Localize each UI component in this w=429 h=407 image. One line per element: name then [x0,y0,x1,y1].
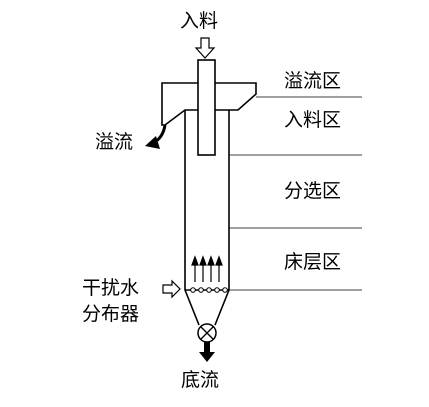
water-inlet-arrow-icon [162,279,181,299]
overflow-arrow-icon [145,136,160,149]
up-arrow-icon [207,255,215,266]
water-distributor-label-line1: 干扰水 [82,277,140,299]
up-arrow-icon [199,255,207,266]
up-arrow-icon [215,255,223,266]
underflow-label: 底流 [181,369,220,391]
zone-label-overflow: 溢流区 [284,70,342,92]
up-arrow-icon [191,255,199,266]
overflow-label: 溢流 [95,131,134,153]
zone-label-feed: 入料区 [284,109,342,131]
zone-label-separation: 分选区 [284,180,342,202]
upflow-arrows [191,255,223,282]
discharge-valve-icon [197,323,217,343]
feed-label: 入料 [180,10,219,32]
feed-pipe [197,59,216,156]
water-distributor-label-line2: 分布器 [82,303,140,325]
underflow-arrow-icon [199,342,215,362]
zone-label-bed: 床层区 [284,251,342,273]
distributor-nozzles [190,287,228,293]
feed-arrow-icon [194,37,216,59]
